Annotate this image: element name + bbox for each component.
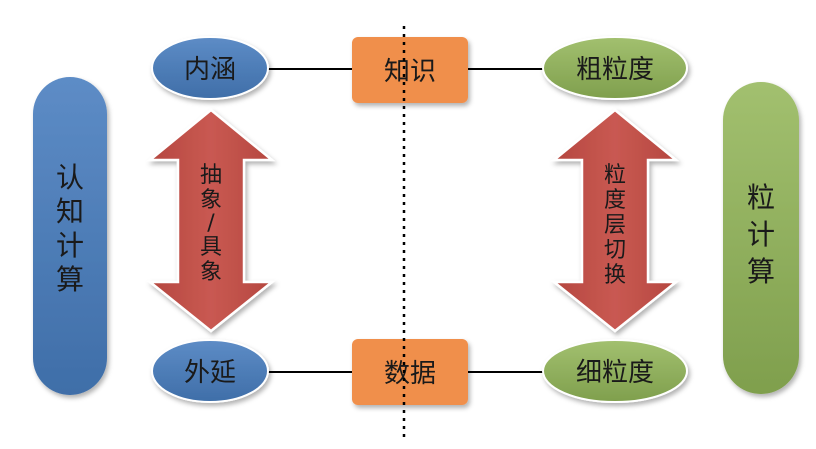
cognitive-computing-pill: 认 知 计 算: [33, 77, 107, 395]
abstraction-label-3: /: [207, 211, 215, 236]
intension-label: 内涵: [184, 55, 236, 85]
extension-label: 外延: [184, 358, 236, 388]
abstraction-label-4: 具: [200, 235, 222, 260]
abstraction-label-1: 抽: [200, 163, 222, 188]
fine-granularity-label: 细粒度: [576, 358, 654, 388]
granular-computing-label-1: 粒: [747, 181, 775, 214]
granular-computing-label-3: 算: [747, 255, 775, 288]
granularity-switch-label-4: 切: [604, 238, 626, 263]
granularity-switch-label-3: 层: [604, 213, 626, 238]
cognitive-computing-label-4: 算: [56, 263, 84, 296]
intension-node: 内涵: [151, 36, 269, 100]
cognitive-computing-label-2: 知: [56, 195, 84, 228]
abstraction-concretion-arrow: 抽 象 / 具 象: [146, 108, 276, 333]
abstraction-label-5: 象: [200, 260, 222, 285]
data-node: 数据: [352, 339, 468, 405]
knowledge-node: 知识: [352, 37, 468, 103]
abstraction-label-2: 象: [200, 188, 222, 213]
granular-computing-pill: 粒 计 算: [723, 82, 799, 394]
granularity-switch-arrow: 粒 度 层 切 换: [550, 108, 680, 333]
coarse-granularity-node: 粗粒度: [542, 36, 688, 100]
cognitive-computing-label-1: 认: [56, 161, 84, 194]
fine-granularity-node: 细粒度: [542, 339, 688, 403]
granularity-switch-label-5: 换: [604, 263, 626, 288]
data-label: 数据: [384, 359, 436, 389]
granularity-switch-label-1: 粒: [604, 163, 626, 188]
granular-computing-label-2: 计: [747, 218, 775, 251]
knowledge-label: 知识: [384, 57, 436, 87]
granularity-switch-label-2: 度: [604, 188, 626, 213]
cognitive-computing-label-3: 计: [56, 229, 84, 262]
coarse-granularity-label: 粗粒度: [576, 55, 654, 85]
extension-node: 外延: [151, 339, 269, 403]
